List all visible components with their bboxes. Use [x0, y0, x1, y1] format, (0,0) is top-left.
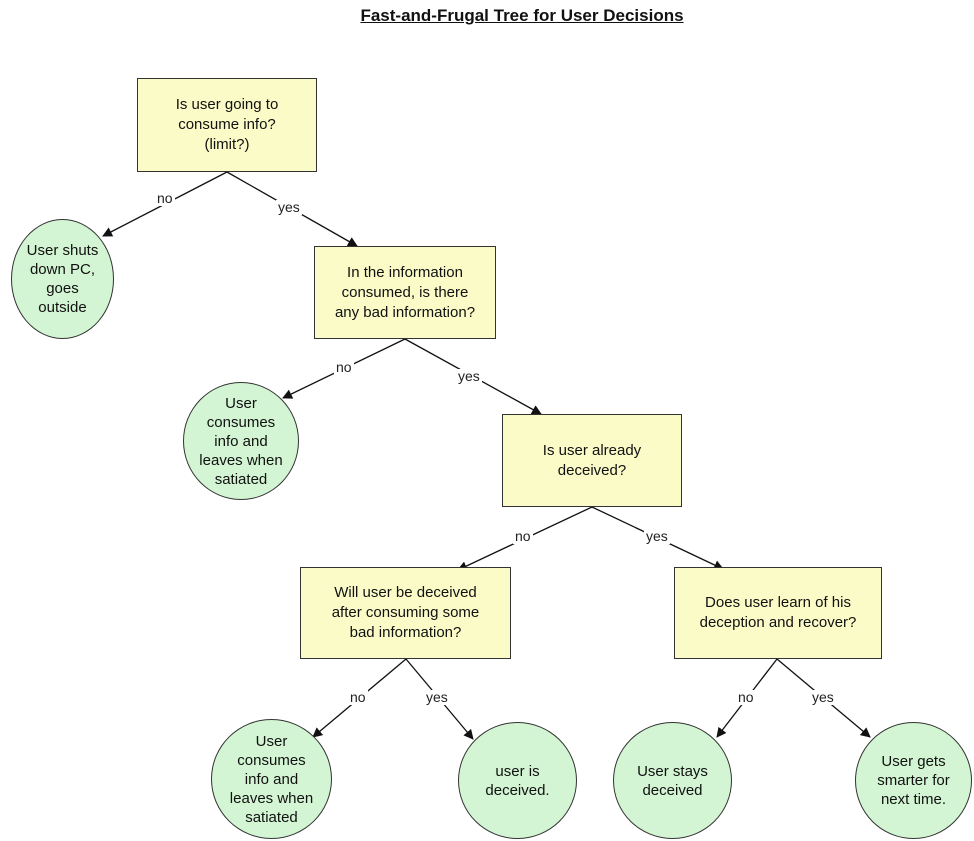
- decision-already-deceived: Is user already deceived?: [502, 414, 682, 507]
- outcome-consumes-and-leaves: User consumes info and leaves when satia…: [211, 719, 332, 839]
- edge-label-no: no: [513, 528, 533, 544]
- decision-learn-and-recover: Does user learn of his deception and rec…: [674, 567, 882, 659]
- outcome-user-deceived: user is deceived.: [458, 722, 577, 839]
- outcome-gets-smarter: User gets smarter for next time.: [855, 722, 972, 839]
- decision-will-be-deceived: Will user be deceived after consuming so…: [300, 567, 511, 659]
- outcome-shuts-down-pc: User shuts down PC, goes outside: [11, 219, 114, 339]
- decision-bad-information: In the information consumed, is there an…: [314, 246, 496, 339]
- outcome-consumes-and-leaves: User consumes info and leaves when satia…: [183, 382, 299, 500]
- edge-label-no: no: [348, 689, 368, 705]
- edge-label-yes: yes: [810, 689, 836, 705]
- outcome-stays-deceived: User stays deceived: [613, 722, 732, 839]
- diagram-title: Fast-and-Frugal Tree for User Decisions: [360, 6, 684, 25]
- decision-consume-info: Is user going to consume info? (limit?): [137, 78, 317, 172]
- edge-label-no: no: [334, 359, 354, 375]
- edge-label-yes: yes: [276, 199, 302, 215]
- edge-label-no: no: [736, 689, 756, 705]
- edge-label-yes: yes: [644, 528, 670, 544]
- edge-label-yes: yes: [456, 368, 482, 384]
- edge-label-yes: yes: [424, 689, 450, 705]
- edge-label-no: no: [155, 190, 175, 206]
